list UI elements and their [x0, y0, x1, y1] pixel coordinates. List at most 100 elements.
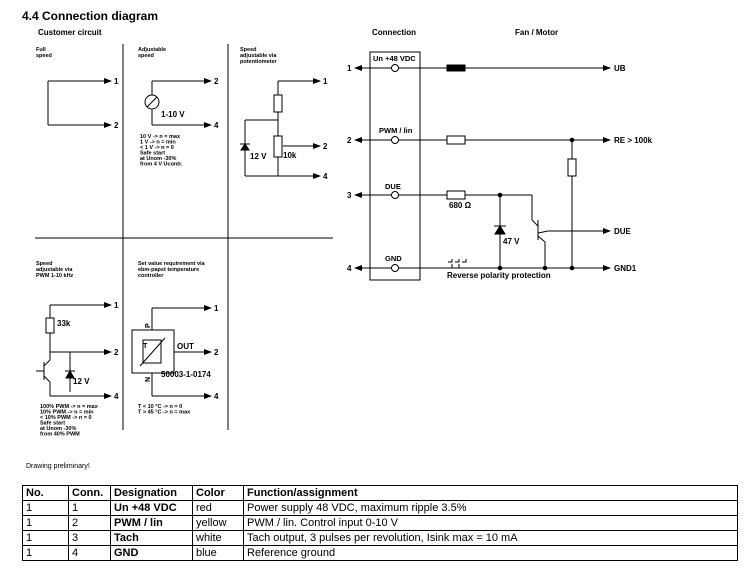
- note-line: T > 45 °C -> n = max: [138, 410, 191, 416]
- cell-conn: 3: [68, 530, 111, 546]
- temp-n-label: N: [145, 377, 152, 382]
- table-header-row: No. Conn. Designation Color Function/ass…: [22, 485, 738, 501]
- page-heading: 4.4 Connection diagram: [22, 9, 158, 23]
- pin-label: 4: [214, 121, 219, 130]
- note-line: 100% PWM -> n = max: [40, 404, 99, 410]
- pwm-circuit: [36, 302, 112, 399]
- zener-47-label: 47 V: [503, 237, 520, 246]
- connection-title: Connection: [372, 28, 416, 37]
- pin-label: 1: [214, 304, 219, 313]
- full-speed-circuit: [47, 78, 112, 128]
- table-row: 1 4 GND blue Reference ground: [22, 545, 738, 561]
- resistor-680-label: 680 Ω: [449, 201, 472, 210]
- potentiometer-circuit: [240, 78, 321, 179]
- note-line: from 40% PWM: [40, 432, 80, 438]
- cell-no: 1: [22, 530, 69, 546]
- note-line: from 4 V Ucontr.: [140, 162, 183, 168]
- cell-color: blue: [192, 545, 244, 561]
- pwm-zener-label: 12 V: [73, 377, 90, 386]
- connection-box: [369, 51, 421, 281]
- cell-designation: Tach: [110, 530, 193, 546]
- col-header-no: No.: [22, 485, 69, 501]
- fan-pin-label: GND1: [614, 264, 637, 273]
- pin-label: 4: [214, 392, 219, 401]
- pot-zener-label: 12 V: [250, 152, 267, 161]
- cell-no: 1: [22, 545, 69, 561]
- col-header-designation: Designation: [110, 485, 193, 501]
- cell-color: red: [192, 500, 244, 516]
- conn-pin-label: DUE: [385, 182, 401, 191]
- pin-label: 2: [323, 142, 328, 151]
- pin-label: 1: [114, 77, 119, 86]
- note-line: Safe start: [40, 421, 65, 427]
- pin-label: 1: [114, 301, 119, 310]
- note-line: 10% PWM -> n = min: [40, 410, 94, 416]
- table-row: 1 2 PWM / lin yellow PWM / lin. Control …: [22, 515, 738, 531]
- col-header-color: Color: [192, 485, 244, 501]
- note-line: at Unom -30%: [140, 156, 176, 162]
- cell-function: PWM / lin. Control input 0-10 V: [243, 515, 738, 531]
- temp-p-label: P: [145, 323, 152, 328]
- cell-no: 1: [22, 515, 69, 531]
- cell-color: white: [192, 530, 244, 546]
- note-line: T < 10 °C -> n = 0: [138, 404, 182, 410]
- cell-designation: PWM / lin: [110, 515, 193, 531]
- cell-function: Reference ground: [243, 545, 738, 561]
- temp-part-label: 50003-1-0174: [161, 370, 211, 379]
- cell-no: 1: [22, 500, 69, 516]
- temp-controller-circuit: [131, 305, 212, 399]
- connection-diagram: 4.4 Connection diagram Customer circuit …: [22, 9, 653, 438]
- temp-t-label: T: [143, 343, 148, 350]
- conn-pin-label: PWM / lin: [379, 126, 413, 135]
- conn-pin-label: GND: [385, 254, 402, 263]
- table-row: 1 3 Tach white Tach output, 3 pulses per…: [22, 530, 738, 546]
- pin-label: 4: [114, 392, 119, 401]
- pin-label: 4: [323, 172, 328, 181]
- note-line: < 1 V -> n = 0: [140, 145, 174, 151]
- cell-conn: 4: [68, 545, 111, 561]
- cell-conn: 1: [68, 500, 111, 516]
- cell-designation: GND: [110, 545, 193, 561]
- conn-pin-number: 3: [347, 191, 352, 200]
- reverse-polarity-label: Reverse polarity protection: [447, 271, 551, 280]
- note-line: at Unom -30%: [40, 426, 76, 432]
- cell-color: yellow: [192, 515, 244, 531]
- fan-motor-title: Fan / Motor: [515, 28, 558, 37]
- adjustable-speed-circuit: [144, 78, 212, 128]
- note-line: < 10% PWM -> n = 0: [40, 415, 92, 421]
- fan-pin-label: UB: [614, 64, 626, 73]
- conn-pin-label: Un +48 VDC: [373, 54, 416, 63]
- fan-pin-label: RE > 100k: [614, 136, 653, 145]
- connection-wiring: [354, 64, 611, 272]
- pot-value-label: 10k: [283, 151, 297, 160]
- table-row: 1 1 Un +48 VDC red Power supply 48 VDC, …: [22, 500, 738, 516]
- pwm-resistor-label: 33k: [57, 319, 71, 328]
- cell-designation: Un +48 VDC: [110, 500, 193, 516]
- cell-conn: 2: [68, 515, 111, 531]
- note-line: 10 V -> n = max: [140, 134, 181, 140]
- conn-pin-number: 4: [347, 264, 352, 273]
- assignment-table: No. Conn. Designation Color Function/ass…: [22, 485, 738, 561]
- temp-out-label: OUT: [177, 342, 194, 351]
- conn-pin-number: 2: [347, 136, 352, 145]
- pin-label: 2: [214, 348, 219, 357]
- col-header-function: Function/assignment: [243, 485, 738, 501]
- pin-label: 1: [323, 77, 328, 86]
- note-line: Safe start: [140, 151, 165, 157]
- pin-label: 2: [214, 77, 219, 86]
- pin-label: 2: [114, 121, 119, 130]
- col-header-conn: Conn.: [68, 485, 111, 501]
- cell-function: Power supply 48 VDC, maximum ripple 3.5%: [243, 500, 738, 516]
- drawing-note: Drawing preliminary!: [26, 463, 90, 470]
- pin-label: 2: [114, 348, 119, 357]
- note-line: 1 V -> n = min: [140, 140, 176, 146]
- adj-voltage-label: 1-10 V: [161, 110, 185, 119]
- fan-pin-label: DUE: [614, 227, 632, 236]
